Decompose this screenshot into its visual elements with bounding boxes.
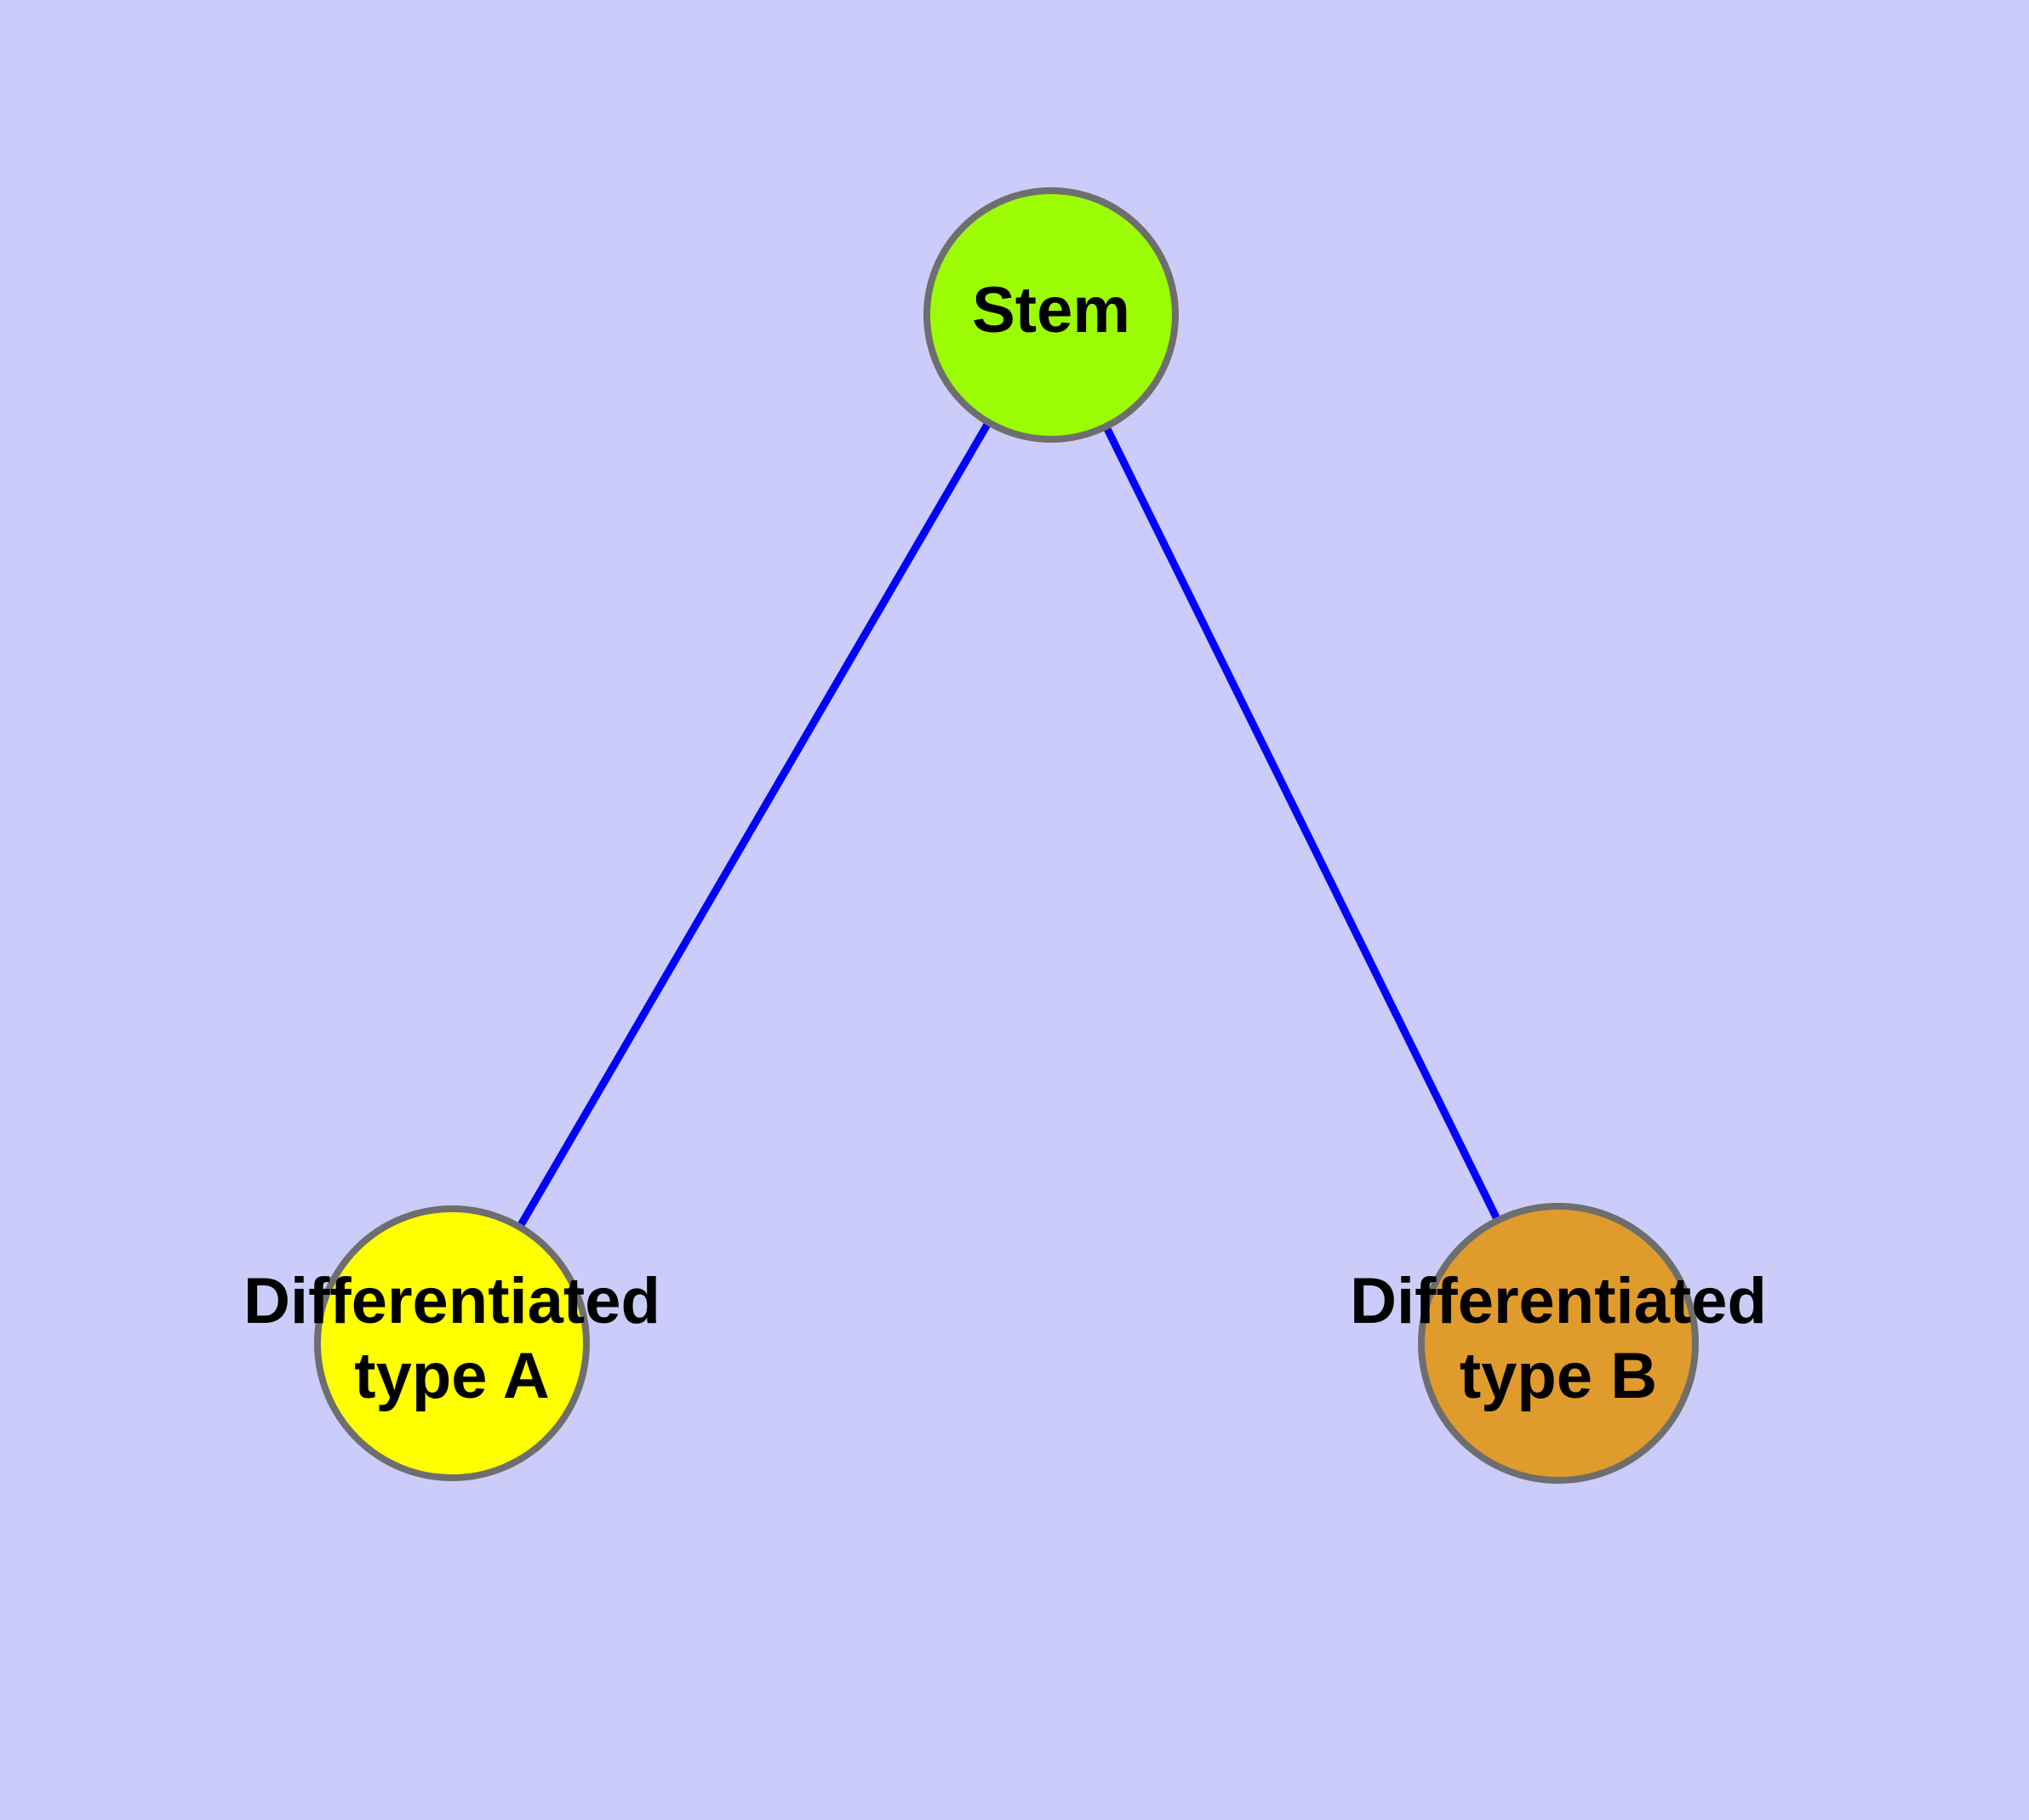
node-label-line: Differentiated: [1350, 1265, 1767, 1337]
node-circle-diff_a[interactable]: [314, 1205, 590, 1481]
node-circle-stem[interactable]: [923, 187, 1179, 443]
node-circle-diff_b[interactable]: [1418, 1203, 1699, 1484]
node-label-line: type A: [354, 1340, 549, 1412]
node-label-line: Stem: [972, 274, 1130, 346]
node-label-stem: Stem: [972, 274, 1130, 346]
node-label-line: Differentiated: [243, 1265, 660, 1337]
graph-edge-stem-to-diff_a[interactable]: [517, 421, 992, 1228]
node-label-line: type B: [1460, 1340, 1657, 1412]
graph-node-stem[interactable]: Stem: [923, 187, 1179, 443]
graph-edge-stem-to-diff_b[interactable]: [1103, 426, 1500, 1221]
edge-layer: [517, 421, 1500, 1228]
